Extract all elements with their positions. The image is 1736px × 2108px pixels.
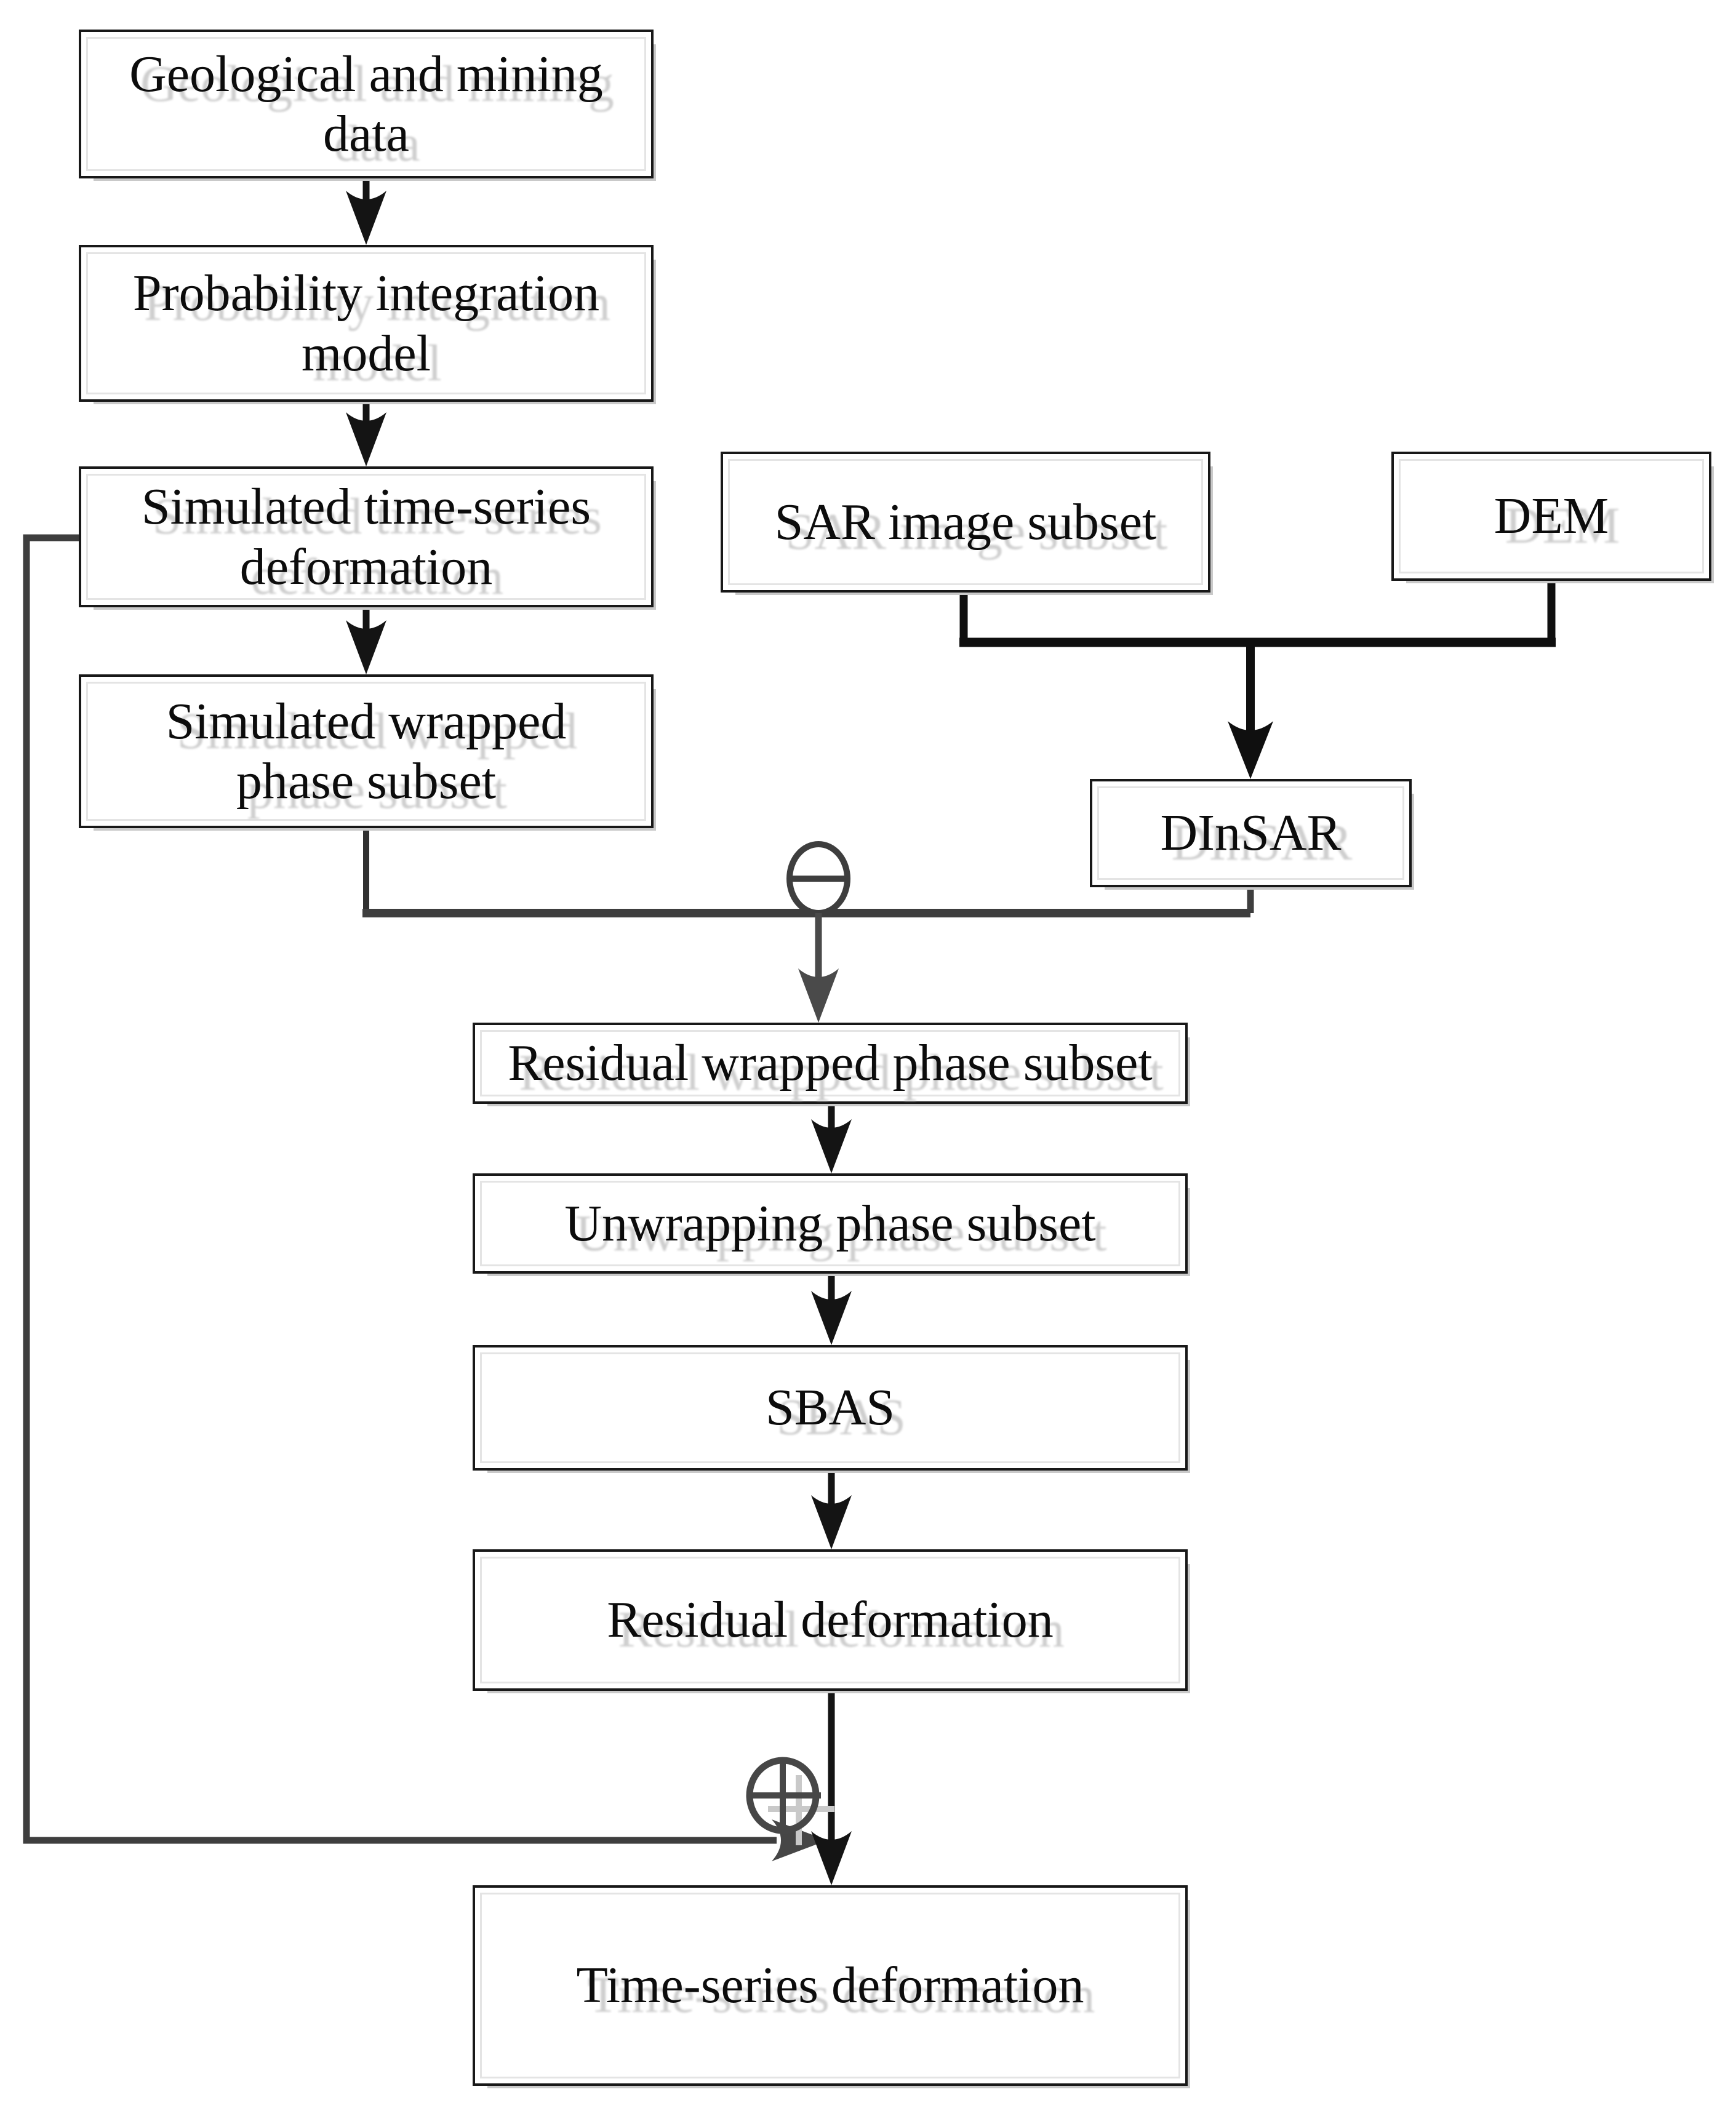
- node-sar-image-subset: SAR image subset: [721, 452, 1210, 593]
- node-probability-integration-model: Probability integration model: [79, 245, 654, 402]
- edge-sar-dem-merge: [959, 581, 1556, 647]
- node-label: DEM: [1494, 487, 1609, 545]
- node-label: Geological and mining data: [129, 45, 603, 162]
- arrowhead-down-icon: [346, 191, 386, 245]
- node-residual-deformation: Residual deformation: [473, 1549, 1188, 1691]
- node-label: SBAS: [765, 1379, 895, 1437]
- node-dem: DEM: [1391, 452, 1711, 581]
- node-label: Time-series deformation: [576, 1957, 1084, 2014]
- node-label: SAR image subset: [774, 493, 1157, 551]
- minus-junction-icon: [786, 841, 850, 916]
- edge-simulated-ts-to-simulated-wrapped: [346, 607, 386, 674]
- node-label: DInSAR: [1160, 804, 1342, 862]
- node-geological-and-mining-data: Geological and mining data: [79, 30, 654, 178]
- node-label: Unwrapping phase subset: [564, 1194, 1096, 1252]
- edge-geological-to-probability: [346, 178, 386, 245]
- node-time-series-deformation: Time-series deformation: [473, 1885, 1188, 2086]
- node-label: Simulated time-series deformation: [141, 478, 591, 596]
- plus-junction-icon: [746, 1757, 834, 1845]
- edge-residual-def-to-time-series: [811, 1691, 852, 1885]
- edge-sbas-to-residual-def: [811, 1471, 852, 1549]
- arrowhead-down-icon: [346, 620, 386, 674]
- edge-residual-wrapped-to-unwrapping: [811, 1104, 852, 1173]
- node-label: Probability integration model: [132, 265, 600, 382]
- node-sbas: SBAS: [473, 1345, 1188, 1471]
- arrowhead-down-icon: [811, 1831, 852, 1885]
- node-label: Residual wrapped phase subset: [508, 1034, 1153, 1092]
- arrowhead-down-icon: [1228, 721, 1273, 779]
- node-label: Simulated wrapped phase subset: [166, 692, 567, 810]
- arrowhead-down-icon: [811, 1291, 852, 1345]
- node-dinsar: DInSAR: [1090, 779, 1412, 887]
- edge-unwrapping-to-sbas: [811, 1274, 852, 1345]
- node-simulated-time-series-deformation: Simulated time-series deformation: [79, 466, 654, 607]
- edge-probability-to-simulated-ts: [346, 402, 386, 466]
- arrowhead-down-icon: [811, 1119, 852, 1173]
- node-residual-wrapped-phase-subset: Residual wrapped phase subset: [473, 1023, 1188, 1104]
- arrowhead-down-icon: [798, 968, 839, 1023]
- edge-minus-to-residual-wrapped: [798, 913, 839, 1023]
- node-simulated-wrapped-phase-subset: Simulated wrapped phase subset: [79, 674, 654, 828]
- arrowhead-down-icon: [346, 412, 386, 466]
- node-label: Residual deformation: [607, 1591, 1054, 1649]
- arrowhead-down-icon: [811, 1495, 852, 1549]
- node-unwrapping-phase-subset: Unwrapping phase subset: [473, 1173, 1188, 1274]
- edge-merge-to-dinsar: [1228, 642, 1273, 779]
